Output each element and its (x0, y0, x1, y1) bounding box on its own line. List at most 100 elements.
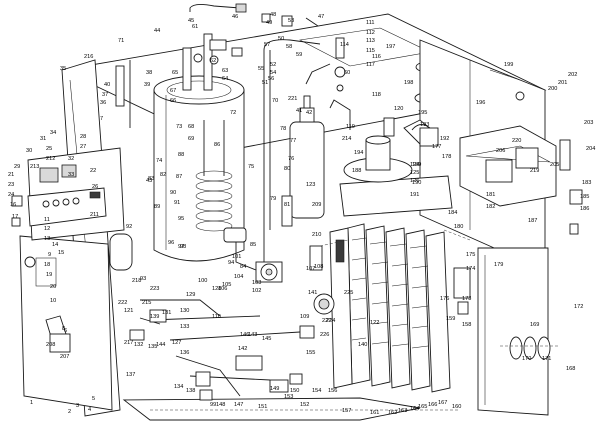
callout-label: 105 (222, 282, 231, 288)
callout-label: 1 (30, 400, 33, 406)
callout-label: 97 (178, 244, 184, 250)
callout-label: 38 (146, 70, 152, 76)
callout-label: 159 (446, 316, 455, 322)
callout-label: 166 (428, 402, 437, 408)
callout-label: 60 (344, 70, 350, 76)
callout-label: 94 (228, 260, 234, 266)
callout-label: 78 (280, 126, 286, 132)
callout-label: 19 (46, 272, 52, 278)
callout-label: 136 (180, 350, 189, 356)
callout-label: 131 (162, 310, 171, 316)
callout-label: 209 (312, 202, 321, 208)
callout-label: 217 (124, 340, 133, 346)
callout-label: 204 (586, 146, 595, 152)
callout-label: 106 (218, 286, 227, 292)
callout-label: 171 (542, 356, 551, 362)
callout-label: 50 (278, 36, 284, 42)
callout-label: 218 (132, 278, 141, 284)
control-panel (11, 147, 125, 241)
callout-label: 76 (288, 156, 294, 162)
callout-label: 120 (394, 106, 403, 112)
callout-label: 9 (48, 252, 51, 258)
callout-label: 11 (44, 217, 50, 223)
callout-label: 202 (568, 72, 577, 78)
callout-label: 142 (238, 346, 247, 352)
callout-label: 112 (366, 30, 375, 36)
callout-label: 199 (504, 62, 513, 68)
callout-label: 177 (432, 144, 441, 150)
callout-label: 70 (272, 98, 278, 104)
callout-label: 148 (216, 402, 225, 408)
callout-label: 41 (296, 108, 302, 114)
callout-label: 109 (300, 314, 309, 320)
callout-label: 175 (466, 252, 475, 258)
callout-label: 210 (312, 232, 321, 238)
callout-label: 56 (268, 76, 274, 82)
callout-label: 2 (68, 409, 71, 415)
callout-label: 43 (146, 178, 152, 184)
callout-label: 8 (62, 326, 65, 332)
callout-label: 141 (308, 290, 317, 296)
top-fittings (261, 13, 525, 137)
callout-label: 211 (90, 212, 99, 218)
callout-label: 132 (134, 342, 143, 348)
callout-label: 143 (248, 332, 257, 338)
callout-label: 91 (174, 200, 180, 206)
lower-pipework (45, 233, 315, 401)
callout-label: 47 (318, 14, 324, 20)
callout-label: 83 (148, 176, 154, 182)
callout-label: 135 (148, 344, 157, 350)
callout-label: 139 (150, 314, 159, 320)
callout-label: 12 (44, 226, 50, 232)
callout-label: 127 (172, 340, 181, 346)
callout-label: 48 (270, 12, 276, 18)
callout-label: 39 (144, 82, 150, 88)
callout-label: 153 (284, 394, 293, 400)
callout-label: 160 (452, 404, 461, 410)
callout-label: 55 (258, 66, 264, 72)
callout-label: 57 (264, 42, 270, 48)
callout-label: 115 (366, 48, 375, 54)
callout-label: 82 (160, 172, 166, 178)
callout-label: 123 (306, 182, 315, 188)
callout-label: 49 (266, 20, 272, 26)
callout-label: 4 (88, 407, 91, 413)
callout-label: 110 (212, 314, 221, 320)
callout-label: 89 (154, 204, 160, 210)
callout-label: 75 (248, 164, 254, 170)
callout-label: 86 (214, 142, 220, 148)
callout-label: 6 (64, 328, 67, 334)
callout-label: 145 (262, 336, 271, 342)
callout-label: 81 (284, 202, 290, 208)
callout-label: 129 (186, 292, 195, 298)
callout-label: 183 (582, 180, 591, 186)
callout-label: 134 (174, 384, 183, 390)
callout-label: 173 (462, 296, 471, 302)
callout-label: 169 (530, 322, 539, 328)
callout-label: 16 (10, 202, 16, 208)
callout-label: 96 (168, 240, 174, 246)
callout-label: 107 (306, 266, 315, 272)
callout-label: 23 (8, 182, 14, 188)
callout-label: 21 (8, 172, 14, 178)
callout-label: 72 (230, 110, 236, 116)
callout-label: 192 (440, 136, 449, 142)
hot-water-cylinder (115, 3, 247, 262)
pump-assembly (223, 195, 323, 283)
callout-label: 138 (186, 388, 195, 394)
callout-label: 68 (188, 124, 194, 130)
callout-label: 31 (40, 136, 46, 142)
callout-label: 15 (58, 250, 64, 256)
callout-label: 32 (68, 156, 74, 162)
callout-label: 187 (528, 218, 537, 224)
callout-label: 54 (270, 70, 276, 76)
callout-label: 117 (366, 62, 375, 68)
callout-label: 178 (442, 154, 451, 160)
callout-label: 212 (46, 156, 55, 162)
callout-label: 53 (288, 18, 294, 24)
callout-label: 164 (410, 406, 419, 412)
callout-label: 18 (44, 262, 50, 268)
callout-label: 101 (232, 254, 241, 260)
callout-label: 46 (232, 14, 238, 20)
fan-housing (459, 125, 583, 235)
